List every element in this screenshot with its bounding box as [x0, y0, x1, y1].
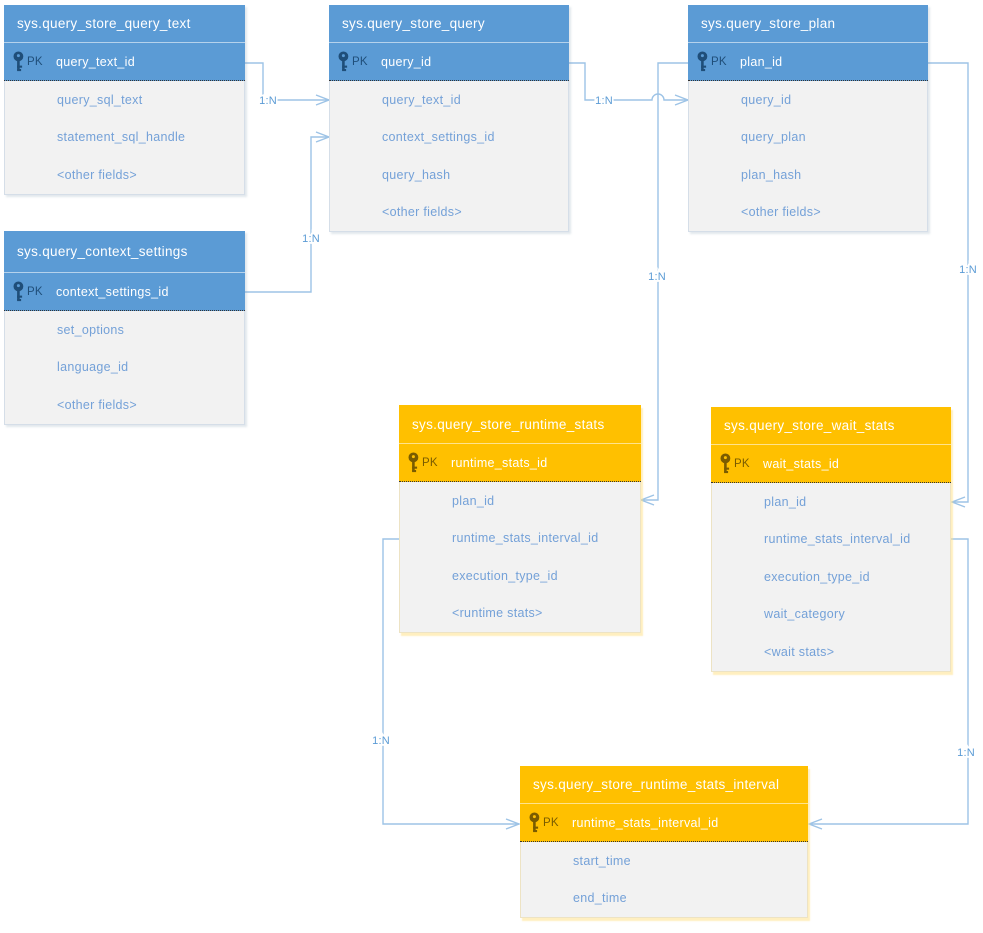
cardinality-label: 1:N: [302, 233, 320, 245]
cardinality-label: 1:N: [259, 95, 277, 107]
pk-column-name: query_text_id: [56, 54, 135, 69]
table-fields: query_text_id context_settings_id query_ha…: [329, 81, 569, 232]
arrowhead-icon: [950, 496, 966, 508]
primary-key-row: PK context_settings_id: [4, 273, 245, 311]
table-title: sys.query_store_runtime_stats_interval: [520, 766, 808, 804]
primary-key-icon: [528, 812, 542, 834]
table-fields: set_options language_id <other fields>: [4, 311, 245, 425]
table-title: sys.query_store_plan: [688, 5, 928, 43]
pk-column-name: context_settings_id: [56, 284, 169, 299]
cardinality-label: 1:N: [957, 747, 975, 759]
pk-column-name: runtime_stats_interval_id: [572, 815, 719, 830]
cardinality-label: 1:N: [959, 264, 977, 276]
primary-key-row: PK runtime_stats_interval_id: [520, 804, 808, 842]
table-title: sys.query_context_settings: [4, 231, 245, 273]
primary-key-row: PK query_id: [329, 43, 569, 81]
field-row: <other fields>: [741, 205, 821, 220]
field-row: <other fields>: [57, 167, 137, 182]
field-row: end_time: [573, 891, 627, 906]
field-row: query_id: [741, 92, 792, 107]
pk-badge: PK: [27, 55, 43, 68]
arrowhead-icon: [807, 818, 823, 830]
pk-badge: PK: [422, 456, 438, 469]
table-fields: query_id query_plan plan_hash <other fields…: [688, 81, 928, 232]
field-row: <other fields>: [382, 205, 462, 220]
field-row: language_id: [57, 360, 129, 375]
table-fields: plan_id runtime_stats_interval_id executio…: [711, 483, 951, 672]
field-row: query_sql_text: [57, 92, 143, 107]
table-title: sys.query_store_runtime_stats: [399, 405, 641, 444]
primary-key-row: PK runtime_stats_id: [399, 444, 641, 482]
pk-column-name: wait_stats_id: [763, 456, 840, 471]
primary-key-icon: [719, 453, 733, 475]
table-title: sys.query_store_wait_stats: [711, 407, 951, 445]
field-row: plan_id: [452, 493, 495, 508]
field-row: query_hash: [382, 167, 451, 182]
field-row: plan_id: [764, 494, 807, 509]
pk-badge: PK: [27, 285, 43, 298]
pk-column-name: runtime_stats_id: [451, 455, 548, 470]
primary-key-icon: [337, 51, 351, 73]
field-row: start_time: [573, 853, 631, 868]
relationship-line-query-text-to-query: [245, 62, 329, 101]
field-row: wait_category: [764, 607, 846, 622]
table-title: sys.query_store_query_text: [4, 5, 245, 43]
arrowhead-icon: [505, 818, 521, 830]
relationship-line-plan-to-wait-stats: [928, 62, 969, 503]
field-row: statement_sql_handle: [57, 130, 186, 145]
primary-key-row: PK query_text_id: [4, 43, 245, 81]
field-row: runtime_stats_interval_id: [764, 532, 911, 547]
relationship-line-query-to-plan: [569, 62, 688, 101]
table-title: sys.query_store_query: [329, 5, 569, 43]
field-row: <wait stats>: [764, 644, 835, 659]
primary-key-icon: [12, 281, 26, 303]
relationship-line-wait-stats-to-interval: [809, 538, 969, 825]
primary-key-icon: [407, 452, 421, 474]
relationship-line-context-settings-to-query: [245, 136, 329, 293]
pk-badge: PK: [543, 816, 559, 829]
cardinality-label: 1:N: [595, 95, 613, 107]
field-row: query_text_id: [382, 92, 461, 107]
pk-badge: PK: [734, 457, 750, 470]
relationship-line-plan-to-runtime-stats: [641, 62, 688, 501]
field-row: execution_type_id: [452, 568, 558, 583]
primary-key-icon: [12, 51, 26, 73]
cardinality-label: 1:N: [372, 735, 390, 747]
field-row: <other fields>: [57, 397, 137, 412]
relationship-line-runtime-stats-to-interval: [382, 538, 519, 825]
field-row: context_settings_id: [382, 130, 495, 145]
pk-badge: PK: [711, 55, 727, 68]
table-fields: start_time end_time: [520, 842, 808, 918]
primary-key-row: PK plan_id: [688, 43, 928, 81]
primary-key-icon: [696, 51, 710, 73]
field-row: runtime_stats_interval_id: [452, 531, 599, 546]
field-row: query_plan: [741, 130, 806, 145]
primary-key-row: PK wait_stats_id: [711, 445, 951, 483]
arrowhead-icon: [639, 494, 655, 506]
cardinality-label: 1:N: [648, 271, 666, 283]
table-fields: query_sql_text statement_sql_handle <other…: [4, 81, 245, 195]
field-row: <runtime stats>: [452, 606, 543, 621]
pk-column-name: plan_id: [740, 54, 783, 69]
pk-badge: PK: [352, 55, 368, 68]
field-row: execution_type_id: [764, 569, 870, 584]
pk-column-name: query_id: [381, 54, 432, 69]
field-row: plan_hash: [741, 167, 802, 182]
field-row: set_options: [57, 322, 125, 337]
table-fields: plan_id runtime_stats_interval_id executio…: [399, 482, 641, 633]
